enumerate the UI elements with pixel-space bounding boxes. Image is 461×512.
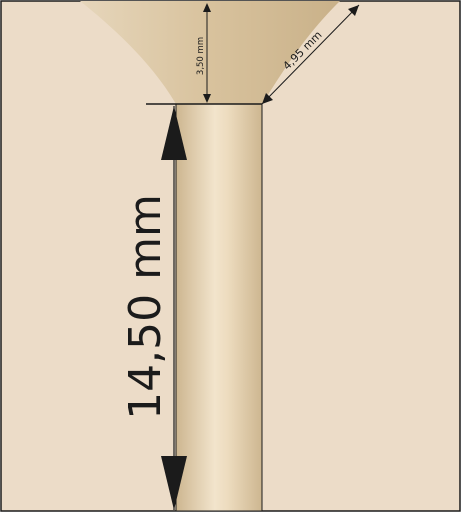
neck-height-dimension: 3,50 mm: [196, 3, 211, 103]
shaft-length-dimension: 14,50 mm: [120, 106, 187, 510]
neck-height-label: 3,50 mm: [196, 37, 206, 75]
shaft-length-label: 14,50 mm: [120, 194, 171, 420]
funnel-shape: [80, 1, 340, 104]
shaft-body: [175, 103, 263, 512]
